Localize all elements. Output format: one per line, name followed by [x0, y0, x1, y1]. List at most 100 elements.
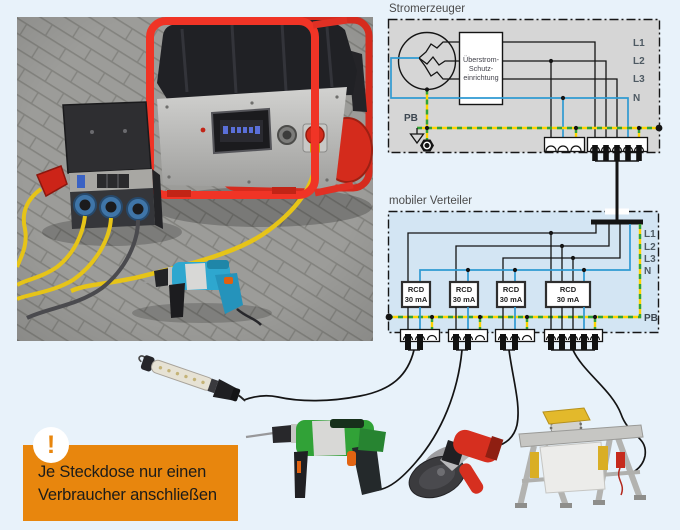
panel-screws [165, 95, 339, 184]
breaker-blue [77, 175, 85, 188]
rcd-2-rating: 30 mA [453, 295, 476, 304]
lamp-handle [212, 378, 236, 401]
lamp-leds [158, 366, 205, 385]
generator-foot-left [167, 190, 191, 197]
frame-cross-tubes [312, 17, 354, 197]
grinder-handle [459, 463, 484, 494]
box-cable-yellow-2 [17, 217, 113, 301]
dist-label-n: N [644, 266, 651, 277]
cable-to-drill [371, 349, 463, 491]
wire-l2 [502, 60, 607, 146]
rcd-3-rating: 30 mA [500, 295, 523, 304]
warning-callout: ! Je Steckdose nur einen Verbraucher ans… [23, 427, 238, 521]
photo-drill [142, 260, 262, 326]
distributor-diagram-title: mobiler Verteiler [389, 195, 472, 207]
generator-diagram-area [388, 19, 660, 153]
dist-socket-4 [543, 328, 604, 351]
drill2-top-vent [330, 419, 364, 428]
saw-switch [616, 452, 625, 468]
wire-l1 [502, 41, 596, 146]
engine-cover-ridges [180, 22, 334, 94]
generator-socket-230v [543, 136, 586, 153]
dist-socket-3 [494, 328, 536, 351]
saw-switch-cable [618, 467, 623, 496]
rcd-3-name: RCD [503, 285, 520, 294]
socket-blue-2 [99, 195, 123, 219]
gen-label-n: N [633, 93, 640, 104]
rcd-outputs-l [407, 307, 574, 336]
exclamation-icon: ! [33, 427, 69, 463]
overcurrent-device-box [458, 31, 504, 106]
grinder-rear-cap [485, 436, 504, 461]
junction-dots [424, 58, 663, 132]
dist-wire-n [419, 224, 631, 282]
dist-label-pb: PB [644, 313, 658, 324]
dist-socket-1 [399, 328, 441, 351]
control-display [220, 120, 263, 142]
drill-body-silver [185, 263, 207, 290]
lamp-tube [150, 359, 214, 391]
power-switch [200, 127, 206, 133]
drill-top [207, 260, 229, 269]
warning-line-2: Verbraucher anschließen [38, 486, 217, 505]
saw-blade-guard [542, 407, 591, 425]
grinder-hub [437, 468, 445, 476]
generator-diagram-border [387, 18, 661, 154]
drill2-trigger [347, 451, 356, 466]
cable-to-work-light [243, 349, 415, 402]
angle-grinder [408, 429, 504, 499]
box-lid-open [62, 101, 152, 174]
earth-symbol-icon [409, 133, 425, 145]
dist-wire-l1 [407, 224, 597, 282]
generator [70, 17, 373, 294]
cee-plug-red [36, 165, 68, 198]
dist-label-l3: L3 [644, 254, 656, 265]
rcd-4: RCD 30 mA [544, 280, 592, 309]
dist-socket-2 [447, 328, 489, 351]
saw-yellow-left [530, 452, 539, 478]
generator-foot-right [272, 187, 296, 194]
earth-terminal-icon [420, 139, 434, 152]
distributor-diagram-border [387, 210, 660, 334]
drill-front-grip [169, 283, 185, 318]
saw-feet [515, 495, 646, 508]
gen-label-l2: L2 [633, 56, 645, 67]
lamp-cord [237, 394, 246, 402]
generator-engine-cover [157, 20, 357, 99]
rcd-1-name: RCD [408, 285, 425, 294]
wire-n [390, 57, 629, 146]
generator-socket-cee [586, 136, 649, 162]
gen-label-l1: L1 [633, 38, 645, 49]
drill2-chuck [272, 425, 293, 443]
drill2-rear-grip [352, 444, 382, 495]
rcd-3: RCD 30 mA [495, 280, 527, 309]
distribution-box [17, 101, 163, 320]
rcd-2: RCD 30 mA [448, 280, 480, 309]
dist-wire-l2 [455, 224, 610, 282]
drill-rear-grip [215, 273, 243, 314]
generator-pb-label: PB [404, 113, 418, 124]
box-cable-gray [26, 219, 140, 320]
drill2-rear-cap [358, 428, 386, 452]
warning-text: Je Steckdose nur einen Verbraucher ansch… [38, 461, 233, 508]
rcd-4-rating: 30 mA [557, 295, 580, 304]
rcd-1-rating: 30 mA [405, 295, 428, 304]
cee-plug-pins [592, 145, 642, 161]
dist-wire-pe [389, 224, 642, 333]
generator-diagram: Stromerzeuger Überstrom- Schutz- einrich… [387, 3, 663, 222]
saw-under-panel [539, 441, 606, 494]
warning-line-1: Je Steckdose nur einen [38, 463, 207, 481]
display-leds [223, 126, 260, 134]
overcurrent-line-1: Überstrom- [463, 55, 500, 64]
rcd-2-name: RCD [456, 285, 473, 294]
rcd-4-name: RCD [560, 285, 577, 294]
overcurrent-line-2: Schutz- [469, 64, 494, 73]
gen-label-l3: L3 [633, 74, 645, 85]
box-cable-yellow-1 [17, 215, 87, 287]
dist-junction-dots [385, 230, 598, 321]
saw-yellow-right [598, 446, 608, 470]
breaker-modules [97, 174, 129, 188]
red-plug-cable [17, 187, 43, 268]
